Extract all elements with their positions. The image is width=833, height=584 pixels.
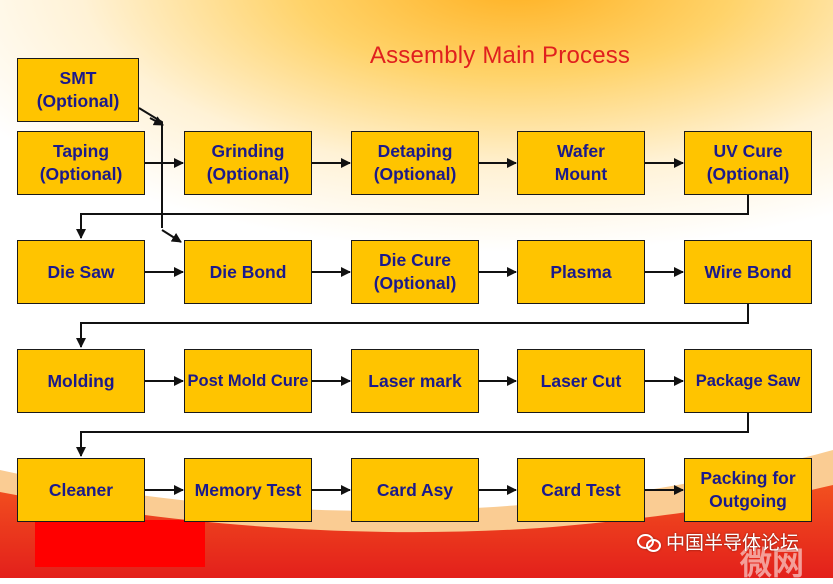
box-cleaner: Cleaner <box>17 458 145 522</box>
box-packing: Packing for Outgoing <box>684 458 812 522</box>
red-accent-block <box>35 520 205 567</box>
box-package-saw: Package Saw <box>684 349 812 413</box>
box-memory-test: Memory Test <box>184 458 312 522</box>
box-post-mold-cure: Post Mold Cure <box>184 349 312 413</box>
wechat-icon <box>637 532 661 552</box>
box-detaping: Detaping (Optional) <box>351 131 479 195</box>
box-laser-cut: Laser Cut <box>517 349 645 413</box>
box-molding: Molding <box>17 349 145 413</box>
watermark-text: 中国半导体论坛 <box>666 533 800 554</box>
box-die-bond: Die Bond <box>184 240 312 304</box>
arrow-pkgsaw-cleaner <box>76 413 749 457</box>
arrow-uv-diesaw <box>76 195 749 239</box>
box-die-cure: Die Cure (Optional) <box>351 240 479 304</box>
diagram-title: Assembly Main Process <box>369 42 631 69</box>
box-smt: SMT (Optional) <box>17 58 139 122</box>
box-grinding: Grinding (Optional) <box>184 131 312 195</box>
box-card-asy: Card Asy <box>351 458 479 522</box>
box-plasma: Plasma <box>517 240 645 304</box>
arrow-wirebond-molding <box>76 304 749 348</box>
watermark: 中国半导体论坛 <box>637 528 799 555</box>
box-wafer-mount: Wafer Mount <box>517 131 645 195</box>
watermark-suffix: 微网 <box>740 545 805 581</box>
box-laser-mark: Laser mark <box>351 349 479 413</box>
box-wire-bond: Wire Bond <box>684 240 812 304</box>
box-card-test: Card Test <box>517 458 645 522</box>
box-taping: Taping (Optional) <box>17 131 145 195</box>
box-die-saw: Die Saw <box>17 240 145 304</box>
box-uv-cure: UV Cure (Optional) <box>684 131 812 195</box>
